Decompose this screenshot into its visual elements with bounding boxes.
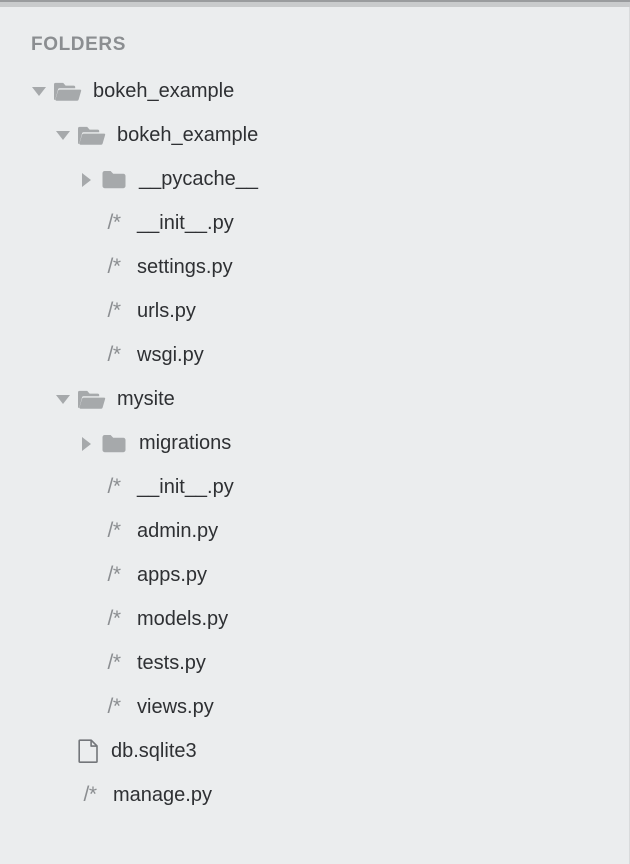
source-file-icon: /* bbox=[107, 651, 121, 674]
folder-name: mysite bbox=[117, 388, 175, 410]
twisty-spacer bbox=[79, 699, 95, 715]
twisty-spacer bbox=[79, 303, 95, 319]
chevron-down-icon[interactable] bbox=[55, 391, 71, 407]
file-name: urls.py bbox=[137, 300, 196, 322]
document-file-icon bbox=[77, 738, 101, 764]
file-name: db.sqlite3 bbox=[111, 740, 197, 762]
tree-folder-row[interactable]: mysite bbox=[0, 377, 629, 421]
twisty-spacer bbox=[55, 743, 71, 759]
tree-folder-row[interactable]: __pycache__ bbox=[0, 157, 629, 201]
source-file-icon: /* bbox=[107, 343, 121, 366]
source-file-icon: /* bbox=[107, 255, 121, 278]
chevron-right-icon[interactable] bbox=[79, 435, 95, 451]
window-chrome-bar bbox=[0, 0, 630, 7]
file-name: wsgi.py bbox=[137, 344, 204, 366]
twisty-spacer bbox=[79, 479, 95, 495]
source-file-icon: /* bbox=[107, 563, 121, 586]
twisty-spacer bbox=[79, 611, 95, 627]
folder-open-icon bbox=[77, 123, 107, 147]
folders-group-header: FOLDERS bbox=[31, 34, 126, 55]
folder-open-icon bbox=[77, 387, 107, 411]
file-name: models.py bbox=[137, 608, 229, 630]
twisty-spacer bbox=[79, 347, 95, 363]
twisty-spacer bbox=[79, 215, 95, 231]
source-file-icon: /* bbox=[83, 783, 97, 806]
tree-file-row[interactable]: /* __init__.py bbox=[0, 201, 629, 245]
source-file-icon: /* bbox=[107, 211, 121, 234]
tree-file-row[interactable]: /* manage.py bbox=[0, 773, 629, 817]
tree-file-row[interactable]: /* wsgi.py bbox=[0, 333, 629, 377]
folder-tree[interactable]: FOLDERS bokeh_example bokeh_example __pyca… bbox=[0, 7, 629, 864]
tree-folder-row[interactable]: bokeh_example bbox=[0, 113, 629, 157]
tree-file-row[interactable]: /* models.py bbox=[0, 597, 629, 641]
folder-open-icon bbox=[53, 79, 83, 103]
tree-file-row[interactable]: db.sqlite3 bbox=[0, 729, 629, 773]
tree-file-row[interactable]: /* tests.py bbox=[0, 641, 629, 685]
file-name: __init__.py bbox=[137, 476, 234, 498]
tree-file-row[interactable]: /* apps.py bbox=[0, 553, 629, 597]
file-name: admin.py bbox=[137, 520, 219, 542]
tree-folder-row[interactable]: migrations bbox=[0, 421, 629, 465]
tree-file-row[interactable]: /* settings.py bbox=[0, 245, 629, 289]
source-file-icon: /* bbox=[107, 299, 121, 322]
twisty-spacer bbox=[79, 259, 95, 275]
tree-file-row[interactable]: /* __init__.py bbox=[0, 465, 629, 509]
chevron-down-icon[interactable] bbox=[55, 127, 71, 143]
source-file-icon: /* bbox=[107, 695, 121, 718]
source-file-icon: /* bbox=[107, 607, 121, 630]
tree-file-row[interactable]: /* urls.py bbox=[0, 289, 629, 333]
tree-file-row[interactable]: /* admin.py bbox=[0, 509, 629, 553]
tree-file-row[interactable]: /* views.py bbox=[0, 685, 629, 729]
folder-name: __pycache__ bbox=[139, 168, 258, 190]
file-name: manage.py bbox=[113, 784, 212, 806]
twisty-spacer bbox=[79, 567, 95, 583]
twisty-spacer bbox=[79, 523, 95, 539]
folder-closed-icon bbox=[101, 167, 129, 191]
file-name: tests.py bbox=[137, 652, 206, 674]
twisty-spacer bbox=[55, 787, 71, 803]
source-file-icon: /* bbox=[107, 475, 121, 498]
file-name: __init__.py bbox=[137, 212, 234, 234]
folder-name: bokeh_example bbox=[93, 80, 235, 102]
chevron-right-icon[interactable] bbox=[79, 171, 95, 187]
file-name: apps.py bbox=[137, 564, 208, 586]
folder-name: migrations bbox=[139, 432, 232, 454]
file-name: settings.py bbox=[137, 256, 233, 278]
chevron-down-icon[interactable] bbox=[31, 83, 47, 99]
source-file-icon: /* bbox=[107, 519, 121, 542]
tree-folder-row[interactable]: bokeh_example bbox=[0, 69, 629, 113]
file-name: views.py bbox=[137, 696, 214, 718]
folder-name: bokeh_example bbox=[117, 124, 259, 146]
twisty-spacer bbox=[79, 655, 95, 671]
folder-closed-icon bbox=[101, 431, 129, 455]
